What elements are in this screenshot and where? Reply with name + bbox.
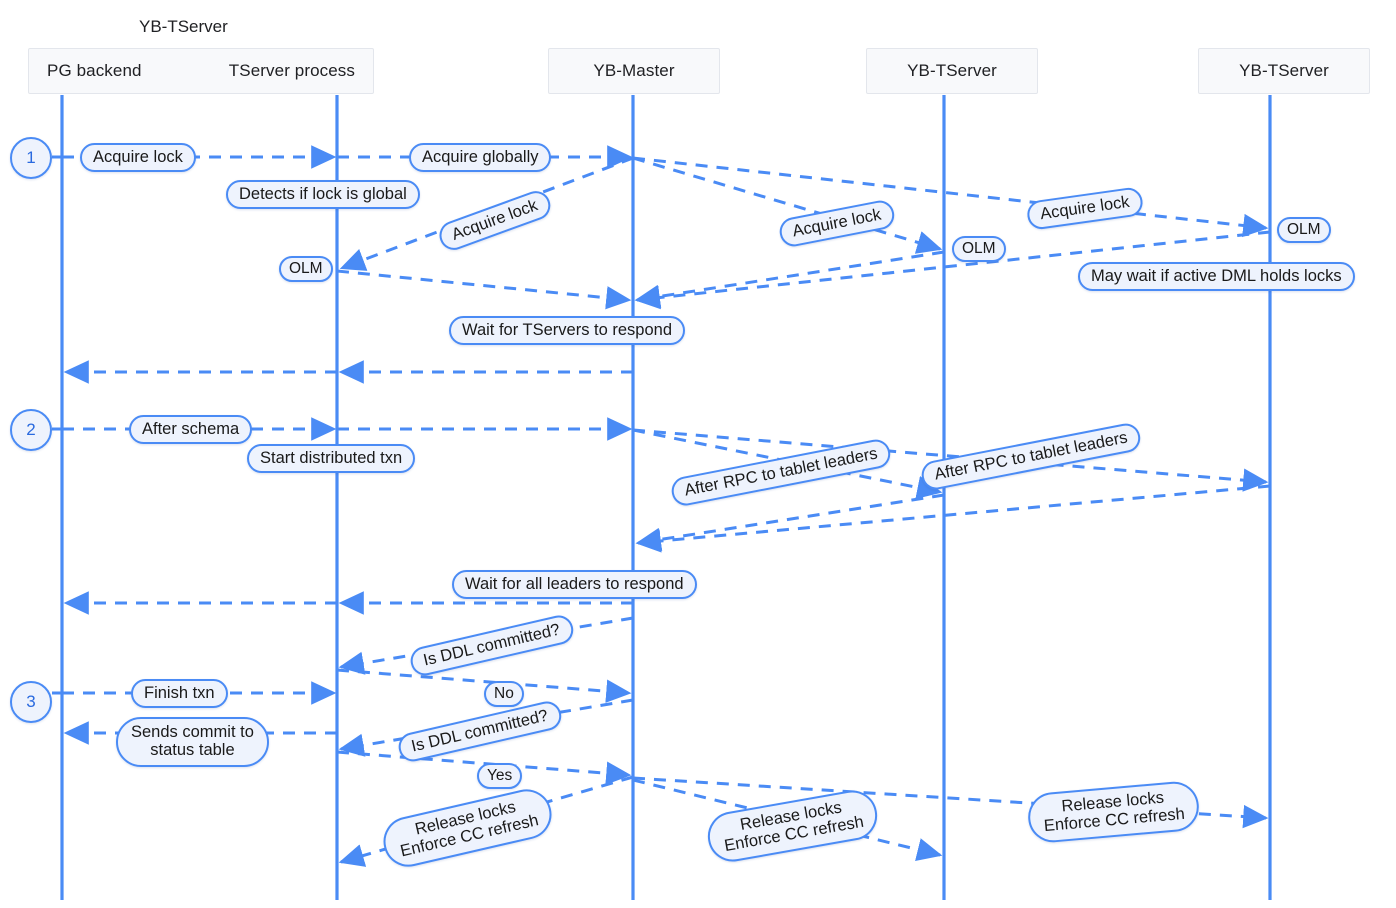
participant-label-yb-tserver-1: YB-TServer — [907, 61, 997, 80]
participant-box-yb-tserver-1[interactable]: YB-TServer — [866, 48, 1038, 94]
lifeline-group — [60, 95, 1272, 900]
arrow-master-to-tserver2-acquire-lock — [632, 156, 1269, 238]
arrow-tserver-to-master-return-1 — [336, 269, 632, 310]
arrow-tserver2-to-master-rpc-return — [635, 484, 1271, 553]
message-label-wait-for-tservers-to-respond[interactable]: Wait for TServers to respond — [449, 316, 685, 346]
step-marker-1[interactable]: 1 — [10, 137, 52, 179]
message-label-wait-for-all-leaders-to-respond[interactable]: Wait for all leaders to respond — [452, 570, 697, 600]
message-label-olm-tserver-process[interactable]: OLM — [279, 256, 333, 283]
message-label-olm-tserver1[interactable]: OLM — [952, 236, 1006, 263]
message-label-start-distributed-txn[interactable]: Start distributed txn — [247, 444, 416, 474]
arrow-tserver1-to-master-rpc-return — [635, 493, 945, 552]
participant-label-yb-master: YB-Master — [593, 61, 675, 80]
step-connectors — [52, 155, 62, 695]
step-marker-3[interactable]: 3 — [10, 681, 52, 723]
participant-label-pg-backend: PG backend — [47, 61, 142, 80]
participant-label-tserver-process: TServer process — [228, 61, 355, 80]
message-label-acquire-globally[interactable]: Acquire globally — [409, 143, 552, 173]
arrow-no-reply — [336, 668, 632, 703]
participant-label-yb-tserver-2: YB-TServer — [1239, 61, 1329, 80]
message-label-may-wait-if-active-dml-holds-locks[interactable]: May wait if active DML holds locks — [1078, 262, 1355, 292]
message-label-finish-txn[interactable]: Finish txn — [131, 679, 228, 709]
message-label-yes[interactable]: Yes — [477, 763, 523, 790]
participant-box-yb-tserver-2[interactable]: YB-TServer — [1198, 48, 1370, 94]
participant-box-tserver-group[interactable]: PG backend TServer process — [28, 48, 374, 94]
group-caption-yb-tserver: YB-TServer — [139, 17, 228, 36]
step-marker-2[interactable]: 2 — [10, 409, 52, 451]
participant-box-yb-master[interactable]: YB-Master — [548, 48, 720, 94]
message-label-sends-commit-to-status-table[interactable]: Sends commit to status table — [116, 717, 269, 767]
arrow-tserver1-to-master-return — [634, 250, 945, 309]
message-label-olm-tserver2[interactable]: OLM — [1277, 217, 1331, 244]
arrow-master-to-tserver2-rpc — [632, 428, 1269, 492]
message-label-detects-if-lock-is-global[interactable]: Detects if lock is global — [226, 180, 420, 210]
arrow-master-to-tserver1-acquire-lock — [632, 156, 943, 254]
arrow-tserver2-to-master-return — [634, 230, 1271, 310]
message-label-no[interactable]: No — [484, 681, 524, 708]
arrow-yes-reply — [336, 750, 632, 785]
message-label-after-schema[interactable]: After schema — [129, 415, 253, 445]
message-label-acquire-lock-1[interactable]: Acquire lock — [80, 143, 196, 173]
